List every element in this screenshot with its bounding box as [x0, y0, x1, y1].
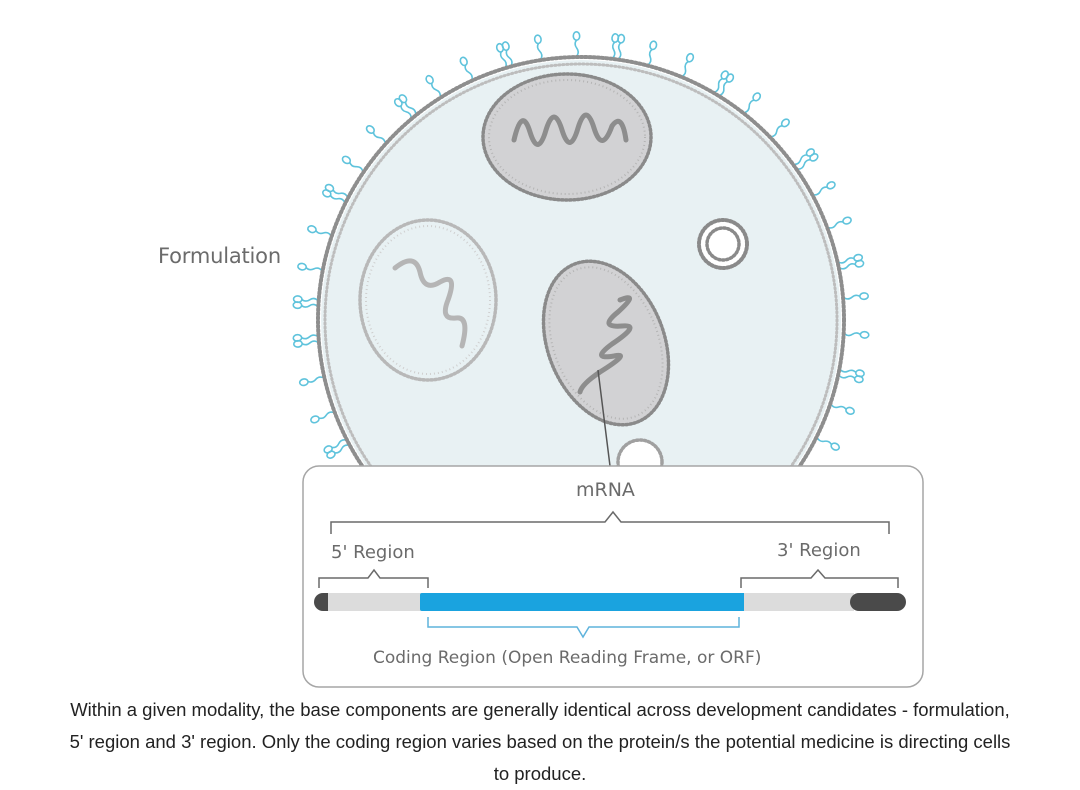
mrna-strand-bar — [314, 593, 906, 611]
five-prime-utr — [328, 593, 428, 611]
lipid-nanoparticle-diagram: Formulation mRNA 5' Region 3' Region Cod… — [158, 31, 924, 688]
antibody-icon — [611, 33, 626, 60]
small-vesicle — [697, 218, 749, 270]
three-prime-utr — [744, 593, 854, 611]
diagram-canvas — [292, 31, 924, 688]
caption-line-2: 5' region and 3' region. Only the coding… — [69, 731, 1011, 752]
antibody-icon — [844, 330, 870, 339]
vesicle-top — [481, 72, 653, 202]
antibody-icon — [714, 70, 735, 97]
antibody-icon — [813, 181, 836, 196]
antibody-icon — [310, 411, 334, 424]
antibody-icon — [298, 376, 324, 387]
five-prime-region-label: 5' Region — [331, 542, 415, 563]
antibody-icon — [292, 333, 319, 348]
antibody-icon — [572, 31, 581, 57]
figure-caption: Within a given modality, the base compon… — [0, 694, 1080, 790]
antibody-icon — [830, 403, 855, 415]
antibody-icon — [828, 216, 852, 229]
vesicle-center — [541, 259, 671, 427]
mrna-label: mRNA — [576, 479, 635, 501]
coding-region-label: Coding Region (Open Reading Frame, or OR… — [373, 648, 762, 668]
three-prime-brace — [740, 568, 899, 588]
antibody-icon — [533, 34, 543, 60]
three-prime-region-label: 3' Region — [777, 540, 861, 561]
caption-line-3: to produce. — [493, 763, 587, 784]
antibody-icon — [425, 74, 442, 97]
antibody-icon — [323, 439, 349, 459]
mrna-strand-icon — [511, 112, 629, 147]
inner-membrane-dots — [323, 62, 839, 466]
mrna-strand-icon — [577, 295, 633, 395]
antibody-icon — [495, 41, 513, 68]
outer-membrane-dots — [316, 55, 846, 466]
formulation-label: Formulation — [158, 244, 281, 268]
mrna-strand-icon — [392, 258, 468, 349]
antibody-icon — [744, 92, 762, 114]
vesicle-left — [358, 218, 498, 382]
antibody-icon — [365, 125, 386, 144]
antibody-icon — [341, 155, 364, 172]
antibody-icon — [321, 183, 349, 203]
coding-brace — [427, 617, 740, 639]
mrna-brace — [330, 510, 890, 534]
antibody-icon — [459, 56, 473, 80]
antibody-icon — [843, 292, 870, 301]
antibody-icon — [794, 148, 819, 170]
partial-vesicle-bottom — [616, 438, 664, 466]
poly-a-tail — [850, 593, 906, 611]
surface-antibodies — [292, 31, 870, 459]
antibody-icon — [816, 437, 841, 451]
mrna-pointer-line — [597, 369, 611, 466]
antibody-icon — [838, 253, 865, 270]
coding-region — [420, 593, 746, 611]
antibody-icon — [647, 40, 658, 66]
antibody-icon — [770, 118, 790, 138]
antibody-icon — [297, 262, 323, 271]
antibody-icon — [838, 369, 865, 384]
antibody-icon — [681, 52, 695, 77]
antibody-icon — [292, 295, 319, 310]
antibody-icon — [393, 94, 417, 118]
caption-line-1: Within a given modality, the base compon… — [70, 699, 1010, 720]
antibody-icon — [307, 225, 332, 237]
five-prime-brace — [318, 568, 429, 588]
